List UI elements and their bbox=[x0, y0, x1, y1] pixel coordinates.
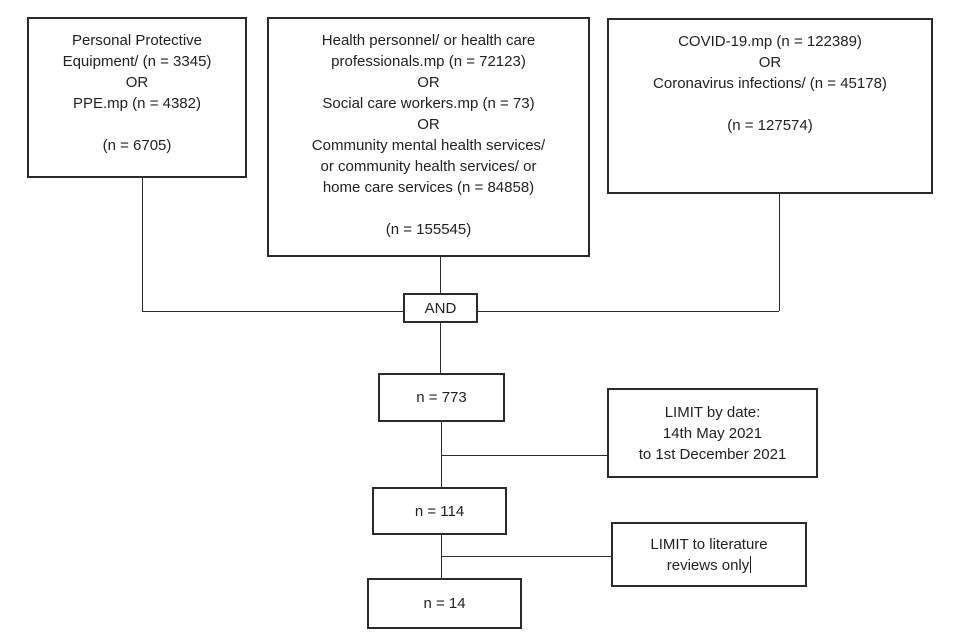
result-count-box-114: n = 114 bbox=[372, 487, 507, 535]
covid-terms-box: COVID-19.mp (n = 122389) OR Coronavirus … bbox=[607, 18, 933, 194]
limit-label-line: LIMIT by date: bbox=[664, 403, 761, 421]
spacer bbox=[269, 198, 588, 219]
limit-label-line: to 1st December 2021 bbox=[638, 445, 787, 463]
limit-label-line: reviews only bbox=[667, 555, 752, 576]
spacer bbox=[609, 94, 931, 115]
boolean-or-label: OR bbox=[125, 74, 149, 91]
search-term-line: Social care workers.mp (n = 73) bbox=[322, 95, 535, 112]
combined-count: (n = 155545) bbox=[385, 221, 472, 238]
combined-count: (n = 127574) bbox=[727, 117, 813, 134]
search-term-line: COVID-19.mp (n = 122389) bbox=[678, 33, 862, 50]
connector-review-limit-branch bbox=[441, 556, 611, 557]
ppe-terms-box: Personal Protective Equipment/ (n = 3345… bbox=[27, 17, 247, 178]
spacer bbox=[29, 114, 245, 135]
connector-covid-down bbox=[779, 194, 780, 311]
boolean-or-label: OR bbox=[417, 116, 440, 133]
limit-label-line: LIMIT to literature bbox=[650, 535, 768, 553]
limit-label-line: 14th May 2021 bbox=[662, 424, 763, 442]
limit-by-date-box: LIMIT by date: 14th May 2021 to 1st Dece… bbox=[607, 388, 818, 478]
search-term-line: Health personnel/ or health care bbox=[321, 32, 536, 49]
result-count-box-14: n = 14 bbox=[367, 578, 522, 629]
search-term-line: professionals.mp (n = 72123) bbox=[331, 53, 526, 70]
result-count: n = 14 bbox=[423, 595, 466, 612]
connector-ppe-to-and bbox=[142, 311, 403, 312]
text-cursor bbox=[750, 555, 752, 573]
connector-date-limit-branch bbox=[441, 455, 607, 456]
connector-and-to-result1 bbox=[440, 323, 441, 373]
and-operator-box: AND bbox=[403, 293, 478, 323]
search-term-line: Personal Protective bbox=[71, 32, 203, 49]
result-count: n = 114 bbox=[414, 502, 465, 520]
result-count: n = 773 bbox=[416, 389, 467, 406]
result-count-box-773: n = 773 bbox=[378, 373, 505, 422]
connector-personnel-to-and bbox=[440, 257, 441, 293]
boolean-or-label: OR bbox=[417, 74, 440, 91]
limit-to-reviews-box[interactable]: LIMIT to literature reviews only bbox=[611, 522, 807, 587]
boolean-or-label: OR bbox=[758, 54, 782, 71]
connector-ppe-down bbox=[142, 178, 143, 311]
limit-label-line-text: reviews only bbox=[666, 556, 750, 574]
combined-count: (n = 6705) bbox=[102, 137, 172, 154]
search-term-line: or community health services/ or bbox=[320, 158, 537, 175]
search-term-line: PPE.mp (n = 4382) bbox=[73, 95, 201, 112]
search-term-line: Coronavirus infections/ (n = 45178) bbox=[653, 75, 887, 92]
connector-covid-to-and bbox=[478, 311, 779, 312]
boolean-and-label: AND bbox=[424, 299, 457, 317]
health-personnel-terms-box: Health personnel/ or health care profess… bbox=[267, 17, 590, 257]
search-term-line: Community mental health services/ bbox=[311, 137, 546, 154]
search-term-line: home care services (n = 84858) bbox=[322, 179, 535, 196]
search-term-line: Equipment/ (n = 3345) bbox=[62, 53, 212, 70]
connector-result1-to-result2 bbox=[441, 422, 442, 487]
